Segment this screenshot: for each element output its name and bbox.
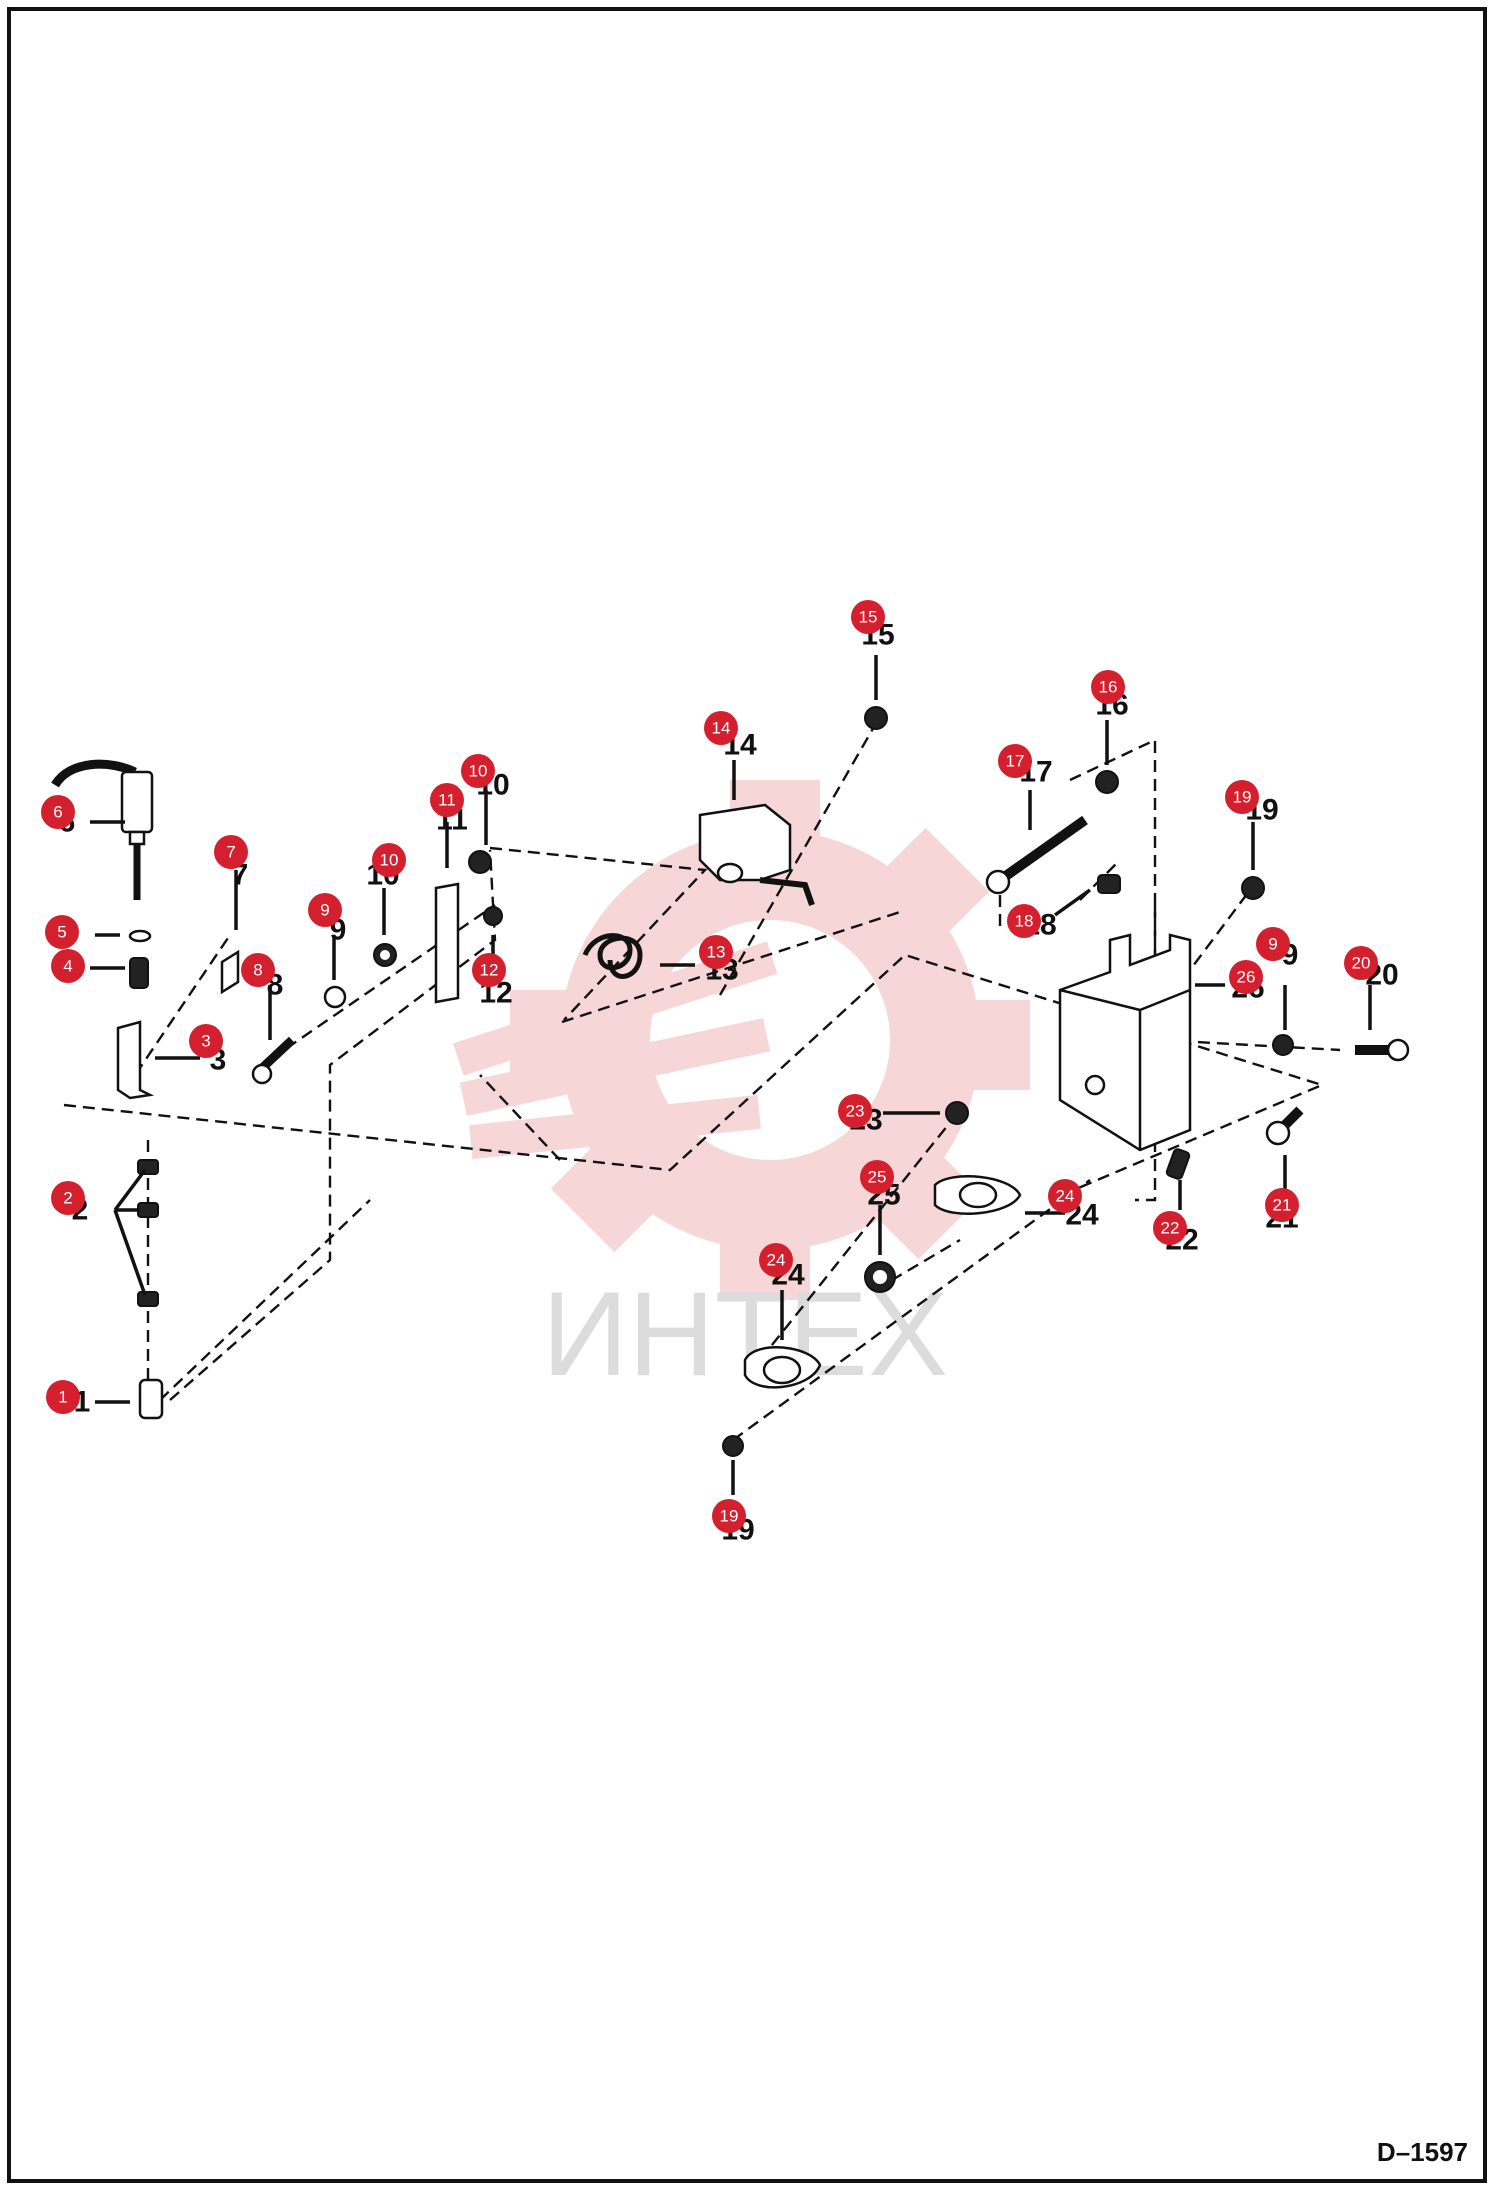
callout-circle [838,1094,872,1128]
callout-label: 22 [1161,1219,1180,1238]
callout-label: 16 [1099,678,1118,697]
callout-circle [860,1160,894,1194]
callout-marker-10: 10 [461,754,495,788]
callout-marker-5: 5 [45,915,79,949]
callout-label: 11 [438,791,456,810]
callout-marker-9: 9 [1256,927,1290,961]
callout-marker-26: 26 [1229,960,1263,994]
callout-circle [461,754,495,788]
callout-marker-9: 9 [308,893,342,927]
callout-marker-24: 24 [1048,1179,1082,1213]
callout-marker-16: 16 [1091,670,1125,704]
callout-marker-2: 2 [51,1181,85,1215]
callout-label: 18 [1015,912,1034,931]
callout-circle [1229,960,1263,994]
callout-circle [214,835,248,869]
callout-circle [51,1181,85,1215]
callout-label: 12 [480,961,499,980]
callout-circle [46,1380,80,1414]
callout-marker-1: 1 [46,1380,80,1414]
callout-circle [1225,780,1259,814]
callout-markers: 1234567891011101213141516171819926202325… [41,600,1378,1533]
callout-circle [45,915,79,949]
callout-label: 1 [58,1388,67,1407]
callout-marker-25: 25 [860,1160,894,1194]
callout-marker-20: 20 [1344,946,1378,980]
callout-circle [41,795,75,829]
callout-circle [1265,1188,1299,1222]
callout-label: 24 [1056,1187,1075,1206]
callout-label: 13 [707,943,726,962]
callout-label: 15 [859,608,878,627]
callout-circle [1344,946,1378,980]
callout-marker-23: 23 [838,1094,872,1128]
callout-marker-10: 10 [372,843,406,877]
assembly-lines [63,724,1341,1441]
callout-circle [704,711,738,745]
callout-marker-19: 19 [712,1499,746,1533]
callout-marker-7: 7 [214,835,248,869]
callout-marker-17: 17 [998,744,1032,778]
callout-label: 21 [1273,1196,1292,1215]
callout-label: 8 [253,961,262,980]
callout-marker-22: 22 [1153,1211,1187,1245]
callout-marker-4: 4 [51,949,85,983]
callout-circle [759,1243,793,1277]
callout-marker-24: 24 [759,1243,793,1277]
callout-circle [712,1499,746,1533]
callout-label: 19 [1233,788,1252,807]
callout-label: 9 [320,901,329,920]
callout-marker-12: 12 [472,953,506,987]
drawing-id: D–1597 [1376,2137,1468,2167]
callout-marker-3: 3 [189,1024,223,1058]
callout-label: 2 [63,1189,72,1208]
callout-circle [1007,904,1041,938]
callout-label: 25 [868,1168,887,1187]
parts [51,706,1410,1457]
callout-label: 3 [201,1032,210,1051]
callout-label: 24 [767,1251,786,1270]
callout-circle [308,893,342,927]
callout-marker-8: 8 [241,953,275,987]
callout-label: 20 [1352,954,1371,973]
callout-label: 10 [469,762,488,781]
callout-label: 23 [846,1102,865,1121]
callout-circle [1048,1179,1082,1213]
callout-marker-15: 15 [851,600,885,634]
callout-circle [998,744,1032,778]
callout-label: 26 [1237,968,1256,987]
callout-marker-6: 6 [41,795,75,829]
callout-marker-18: 18 [1007,904,1041,938]
callout-marker-21: 21 [1265,1188,1299,1222]
callout-label: 6 [53,803,62,822]
callout-circle [189,1024,223,1058]
callout-marker-14: 14 [704,711,738,745]
callout-label: 10 [380,851,399,870]
callout-circle [372,843,406,877]
callout-circle [51,949,85,983]
callout-label: 19 [720,1507,739,1526]
callout-label: 5 [57,923,66,942]
callout-label: 4 [63,957,72,976]
callout-label: 14 [712,719,731,738]
callout-circle [851,600,885,634]
callout-circle [699,935,733,969]
callout-label: 7 [226,843,235,862]
drawing-frame [7,7,1487,2183]
callout-label: 9 [1268,935,1277,954]
callout-circle [430,783,464,817]
callout-circle [1256,927,1290,961]
callout-circle [1153,1211,1187,1245]
callout-circle [1091,670,1125,704]
callout-circle [472,953,506,987]
callout-marker-19: 19 [1225,780,1259,814]
callout-marker-11: 11 [430,783,464,817]
callout-label: 17 [1006,752,1025,771]
callout-circle [241,953,275,987]
leaders [90,655,1372,1495]
callout-marker-13: 13 [699,935,733,969]
